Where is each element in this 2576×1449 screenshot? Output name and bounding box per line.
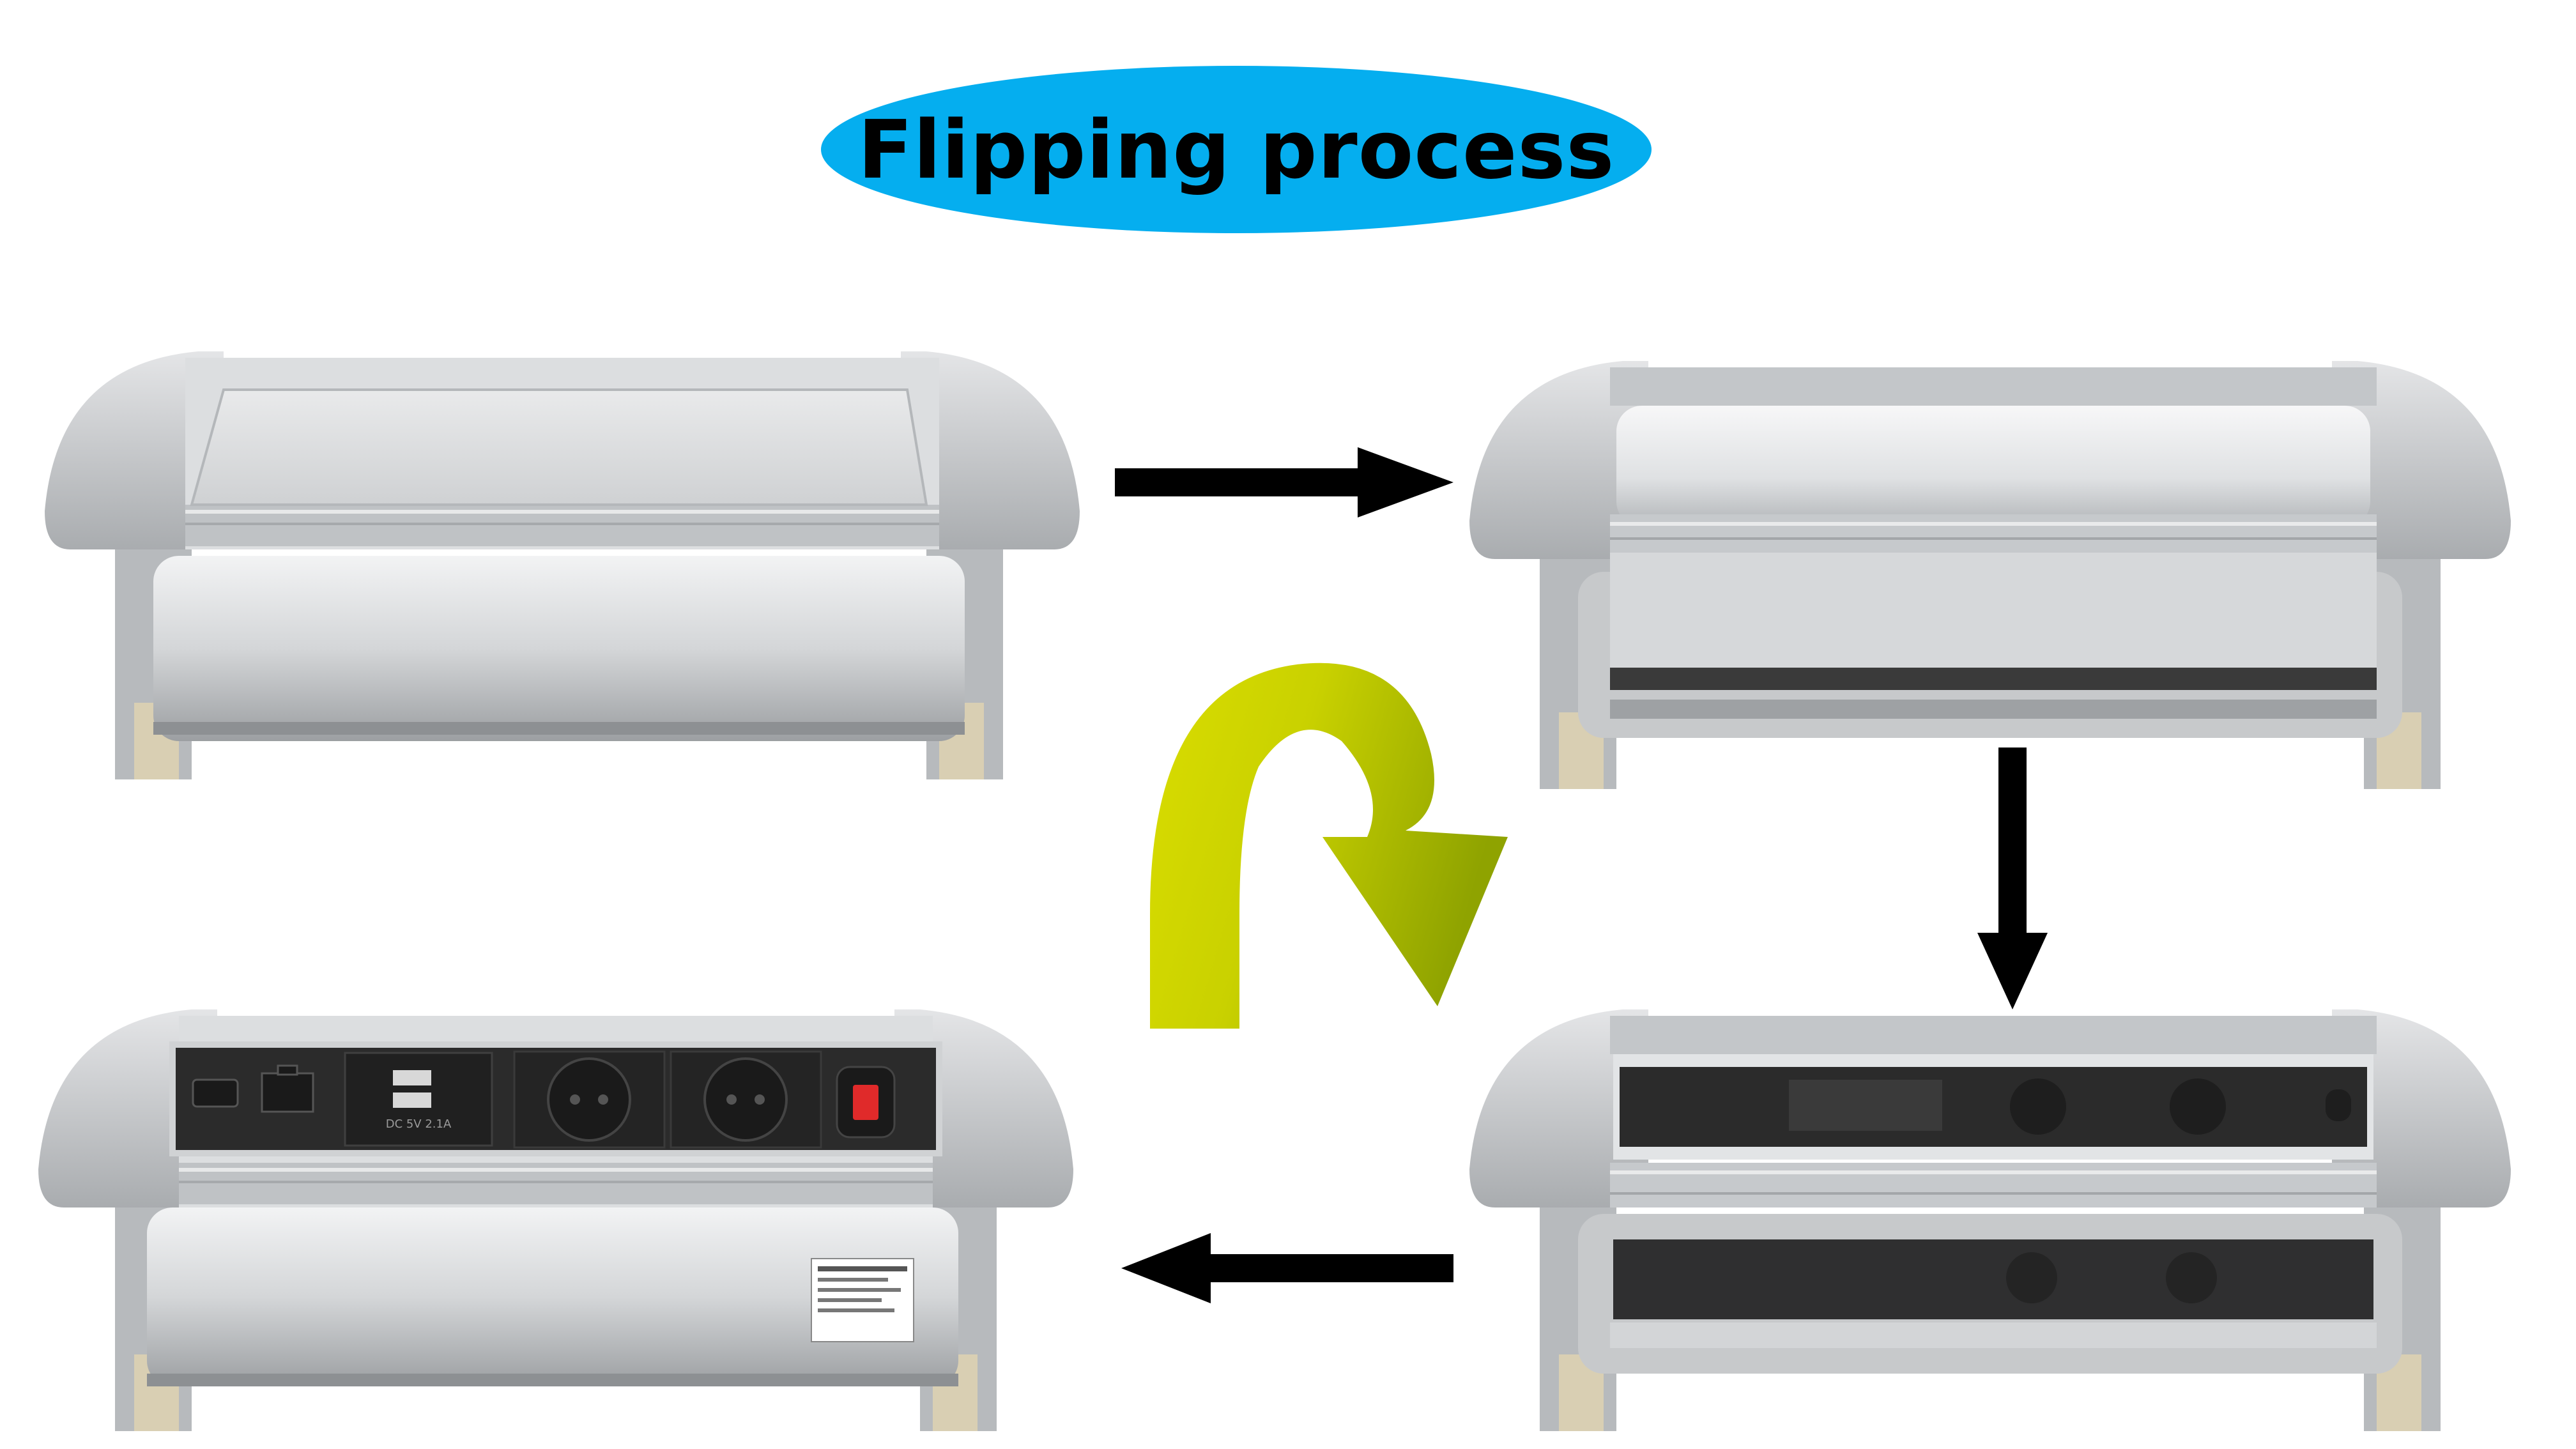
page-title: Flipping process	[857, 102, 1615, 197]
rotating-unit-illustration	[1469, 361, 2511, 789]
hdmi-port-icon	[192, 1078, 239, 1108]
power-switch-icon	[836, 1066, 896, 1138]
flip-curved-arrow-icon	[1131, 645, 1508, 1041]
open-unit-illustration: DC 5V 2.1A	[38, 1009, 1073, 1431]
usb-charger-icon: DC 5V 2.1A	[344, 1052, 493, 1147]
opening-unit-illustration	[1469, 1009, 2511, 1431]
rj45-port-icon	[261, 1064, 314, 1113]
schuko-socket-icon	[670, 1050, 822, 1149]
stage-closed-unit	[32, 345, 1092, 805]
stage-open-unit: DC 5V 2.1A	[26, 1003, 1086, 1444]
closed-unit-illustration	[45, 351, 1080, 779]
stage-rotating-unit	[1457, 355, 2524, 815]
arrow-down-icon	[1977, 747, 2048, 1009]
arrow-right-icon	[1115, 447, 1453, 518]
stage-opening-unit	[1457, 1003, 2524, 1444]
schuko-socket-icon	[513, 1050, 666, 1149]
usb-label: DC 5V 2.1A	[386, 1117, 452, 1131]
arrow-left-icon	[1121, 1233, 1453, 1303]
title-pill: Flipping process	[821, 66, 1652, 233]
